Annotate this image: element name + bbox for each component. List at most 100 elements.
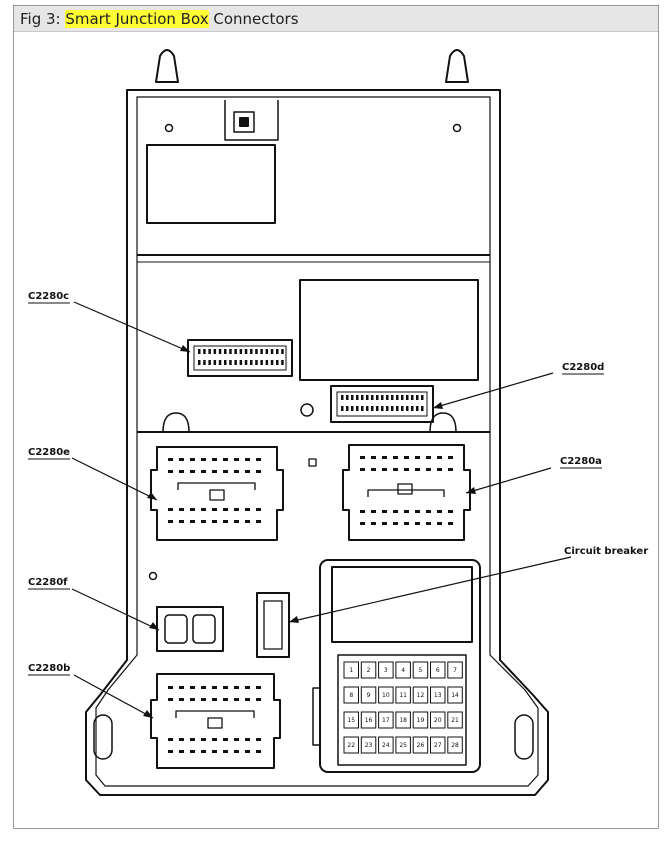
connector-c2280d-pin [376,406,379,411]
connector-c2280a-pin [382,510,387,513]
connector-c2280d-pins [336,391,428,417]
connector-c2280a-pin [393,468,398,471]
connector-c2280b-pin [179,698,184,701]
fuse-cell [360,686,377,704]
mounting-hole-middle [300,403,314,417]
alignment-hole [308,458,317,467]
connector-c2280b-pin [201,698,206,701]
connector-c2280e-pin [245,470,250,473]
fuse-cell [343,711,359,729]
connector-c2280e-pin [223,458,228,461]
connector-c2280c-pin [276,349,279,354]
connector-c2280b-pin [190,686,195,689]
connector-c2280c-pin [244,360,248,365]
connector-pins [168,349,453,753]
connector-c2280b-pin [179,738,184,741]
arrow-circuit-breaker [289,616,299,623]
connector-c2280c-pin [208,360,211,365]
connector-c2280e-pin [223,470,228,473]
fuse-box-label-plate [331,566,473,643]
connector-c2280d-pin [396,395,399,400]
housing-inner-outline [95,96,539,787]
connector-c2280c-pin [234,349,237,354]
connector-c2280b-pin [234,738,239,741]
connector-c2280e-pin [168,470,173,473]
connector-c2280c-pin [265,349,269,354]
connector-c2280c-pin [239,360,243,365]
fuse-number: 6 [436,667,440,674]
mounting-hole-lower-left [148,571,158,581]
connector-c2280d-pin [371,406,374,411]
connector-c2280b-pin [190,738,195,741]
fuse-number: 22 [347,742,355,749]
middle-label-plate [299,279,479,381]
fuse-cell [395,661,411,679]
connector-c2280e-pin [245,520,250,523]
connector-c2280e-pin [245,508,250,511]
connector-c2280d-pin [376,395,379,400]
connector-c2280e-key [209,489,225,501]
connector-c2280b-pin [234,750,239,753]
connector-c2280b-pin [245,686,250,689]
connector-c2280e-pin [179,470,184,473]
connector-c2280d-pin [366,406,369,411]
connector-c2280b-pin [168,686,173,689]
connector-c2280a-pin [360,456,365,459]
connector-c2280c-pin [198,349,201,354]
connector-c2280d-pin [421,406,424,411]
label-c2280c: C2280c [28,291,69,302]
connector-c2280e-pin [179,520,184,523]
connector-c2280a-pin [404,456,409,459]
connector-c2280d-pin [391,406,394,411]
connector-c2280c-pin [213,349,217,354]
connector-c2280e-pin [256,470,261,473]
fuse-cell [378,686,394,704]
connector-c2280e-pin [212,458,217,461]
connector-c2280c-pin [270,349,274,354]
fuse-cell [447,736,463,754]
connector-c2280e-pin [201,508,206,511]
connector-c2280c-pin [239,349,243,354]
connector-c2280e-pin [234,470,239,473]
connector-c2280c-pin [260,360,263,365]
connector-c2280a-pin [404,468,409,471]
connector-c2280f-right-cavity [192,614,216,644]
connector-c2280c-pin [260,349,263,354]
connector-c2280e-pin [223,520,228,523]
title-highlight: Smart Junction Box [65,10,209,28]
connector-c2280d-pin [401,395,404,400]
connector-c2280b-pin [256,738,261,741]
connector-c2280b [150,673,281,769]
fuse-number: 27 [434,742,442,749]
fuse-number: 3 [384,667,388,674]
connector-c2280c-pin [208,349,211,354]
connector-c2280e-pin [168,508,173,511]
connector-c2280b-pin [168,738,173,741]
fuse-cell [412,686,429,704]
fuse-number: 1 [349,667,353,674]
fuse-cell [343,736,359,754]
connector-c2280e-pin [234,458,239,461]
connector-c2280e-pin [256,508,261,511]
connector-c2280c-pin [213,360,217,365]
connector-c2280d-pin [351,406,354,411]
connector-c2280c-pin [250,360,253,365]
mounting-hole-top-right [452,123,462,133]
connector-c2280b-pin [256,686,261,689]
connector-c2280f-left-cavity [164,614,188,644]
connector-c2280e-pin [190,470,195,473]
leader-c2280f [71,588,160,631]
connector-c2280c-pin [218,349,222,354]
connector-c2280b-latch [175,710,255,718]
connector-c2280d-pin [401,406,404,411]
connector-c2280c-pin [281,349,284,354]
connector-c2280e-pin [201,470,206,473]
connector-c2280e-pin [212,508,217,511]
connector-c2280a-pin [448,456,453,459]
fuse-cell [378,711,394,729]
fuse-number: 12 [417,692,425,699]
fuse-cell [395,711,411,729]
connector-c2280b-pin [256,750,261,753]
fuse-cell [343,661,359,679]
connector-c2280b-pin [223,686,228,689]
